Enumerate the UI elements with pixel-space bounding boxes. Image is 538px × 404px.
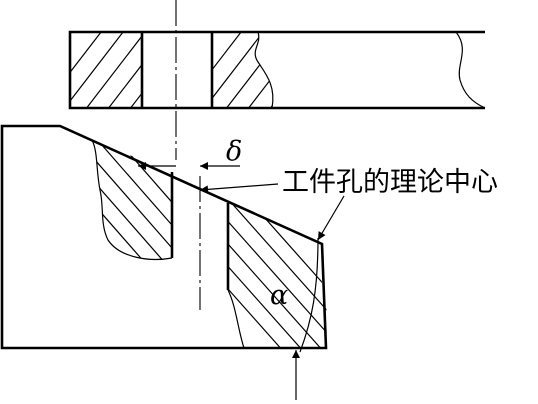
bottom-right-hatching — [228, 203, 327, 348]
hole-center-callout: 工件孔的理论中心 — [199, 167, 498, 198]
bottom-block-outline — [0, 124, 328, 350]
hole-center-leader — [199, 183, 279, 194]
top-plate-break-line — [455, 31, 486, 109]
bottom-right-section-boundary — [227, 289, 245, 349]
top-plate — [68, 30, 486, 110]
hole-center-label: 工件孔的理论中心 — [282, 167, 498, 198]
bottom-left-hatching — [92, 140, 172, 260]
top-right-hatching — [212, 32, 273, 108]
top-plate-outline — [68, 30, 485, 110]
bottom-left-section-boundary — [91, 139, 173, 261]
angle-arrow-top — [317, 195, 345, 241]
angle-dimension: α — [270, 195, 345, 400]
bottom-block — [0, 124, 328, 350]
top-left-hatching — [70, 32, 142, 108]
deviation-symbol: δ — [226, 136, 242, 167]
deviation-dimension: δ — [138, 136, 242, 170]
top-section-boundary — [254, 31, 274, 109]
angle-arc — [299, 237, 319, 353]
angle-symbol: α — [270, 280, 288, 311]
